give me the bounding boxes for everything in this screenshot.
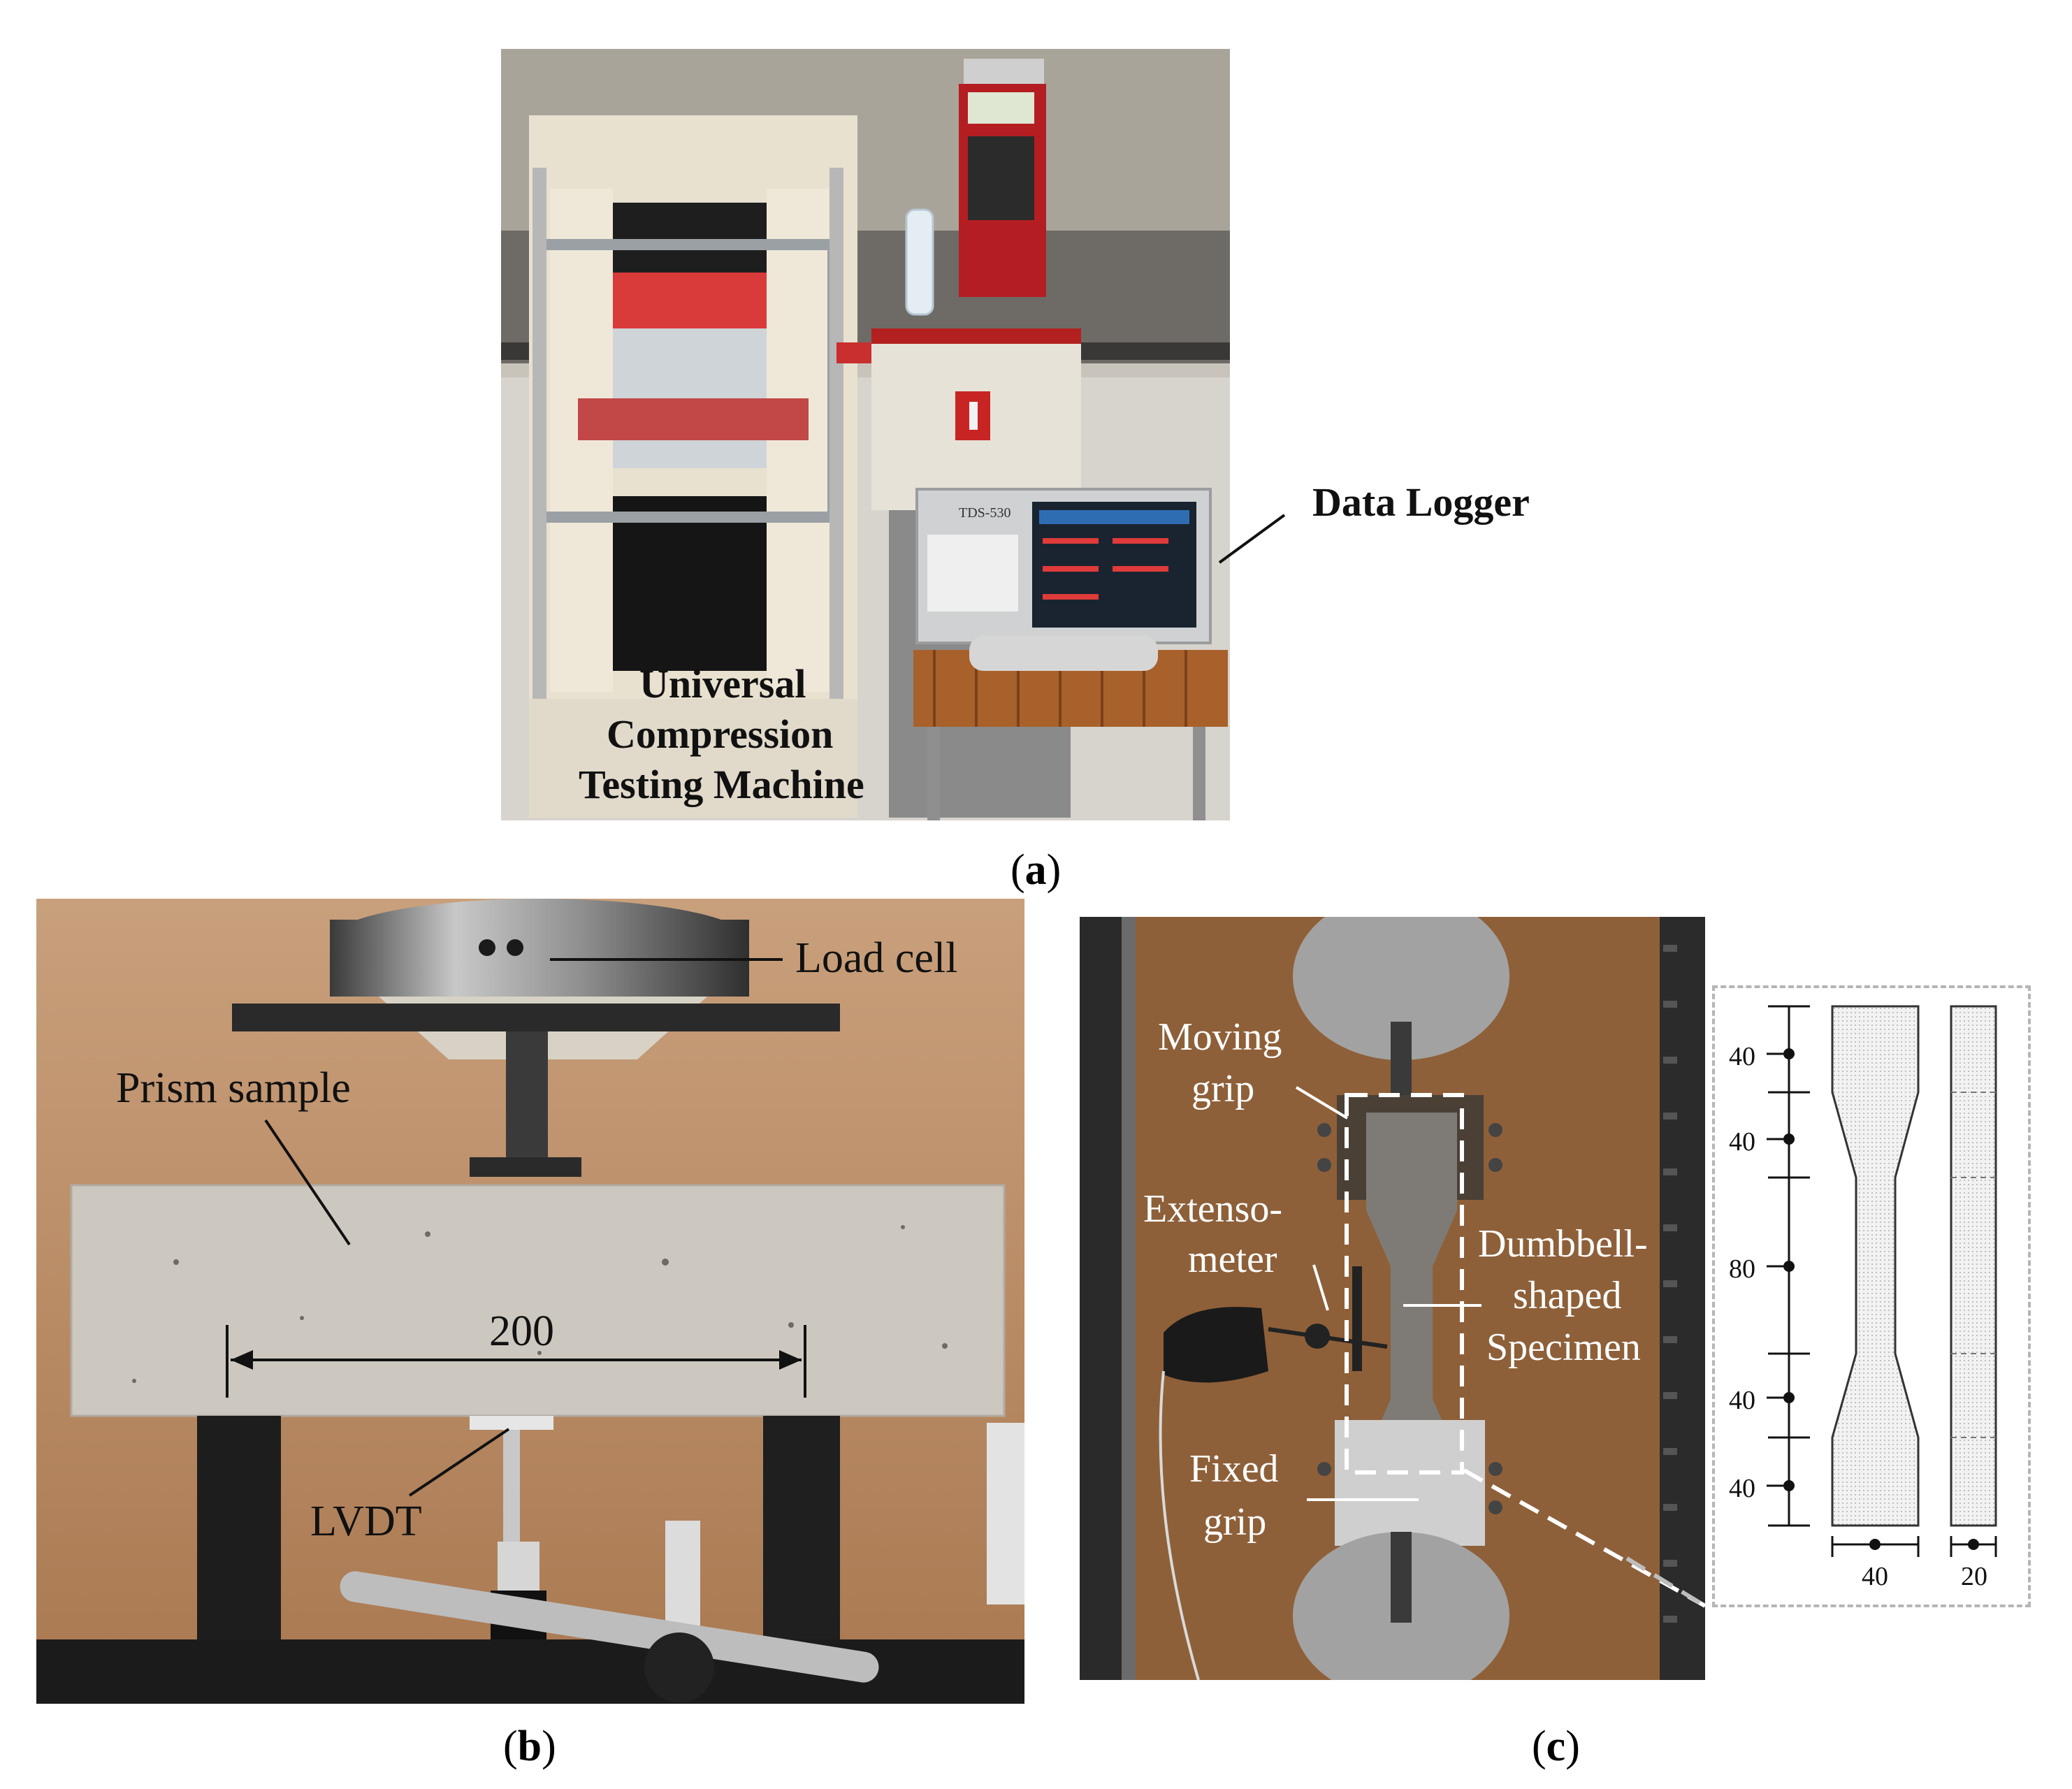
label-machine-line2: Compression [607,711,834,757]
label-moving-line2: grip [1191,1067,1255,1110]
logger-model-text: TDS-530 [959,505,1010,521]
panel-a-photo: TDS-530 [501,49,1230,820]
label-fixed-line1: Fixed [1189,1447,1279,1491]
label-fixed-line2: grip [1203,1500,1267,1544]
label-span-200: 200 [489,1308,554,1355]
label-machine-line3: Testing Machine [579,762,864,807]
label-prism-sample: Prism sample [116,1064,351,1112]
dim-v-5: 40 [1729,1474,1755,1503]
label-load-cell: Load cell [795,934,958,982]
label-moving-line1: Moving [1158,1015,1282,1059]
panel-a-illustration: TDS-530 [501,49,1230,820]
caption-c: (c) [1532,1723,1580,1770]
specimen-drawing-frame [1712,985,2031,1607]
label-extenso-line2: meter [1188,1238,1277,1281]
label-specimen-line1: Dumbbell- [1478,1222,1648,1266]
dim-v-3: 80 [1729,1254,1755,1284]
label-specimen-line2: shaped [1513,1274,1622,1317]
label-extenso-line1: Extenso- [1143,1187,1283,1231]
load-cell [330,920,749,997]
label-specimen-line3: Specimen [1486,1326,1641,1369]
dim-v-2: 40 [1729,1127,1755,1157]
panel-c-photo [1080,917,1705,1680]
prism-sample [71,1185,1004,1416]
caption-a: (a) [1010,846,1062,894]
label-machine-line1: Universal [639,661,806,707]
dim-v-4: 40 [1729,1386,1755,1415]
label-lvdt: LVDT [310,1498,422,1545]
panel-b-illustration [36,899,1024,1704]
dim-width: 40 [1862,1562,1888,1591]
dim-thickness: 20 [1961,1562,1987,1591]
panel-b-photo [36,899,1024,1704]
panel-c-illustration [1080,917,1705,1680]
dim-v-1: 40 [1729,1042,1755,1071]
label-data-logger: Data Logger [1312,479,1530,525]
caption-b: (b) [503,1723,556,1770]
lvdt [503,1430,520,1549]
